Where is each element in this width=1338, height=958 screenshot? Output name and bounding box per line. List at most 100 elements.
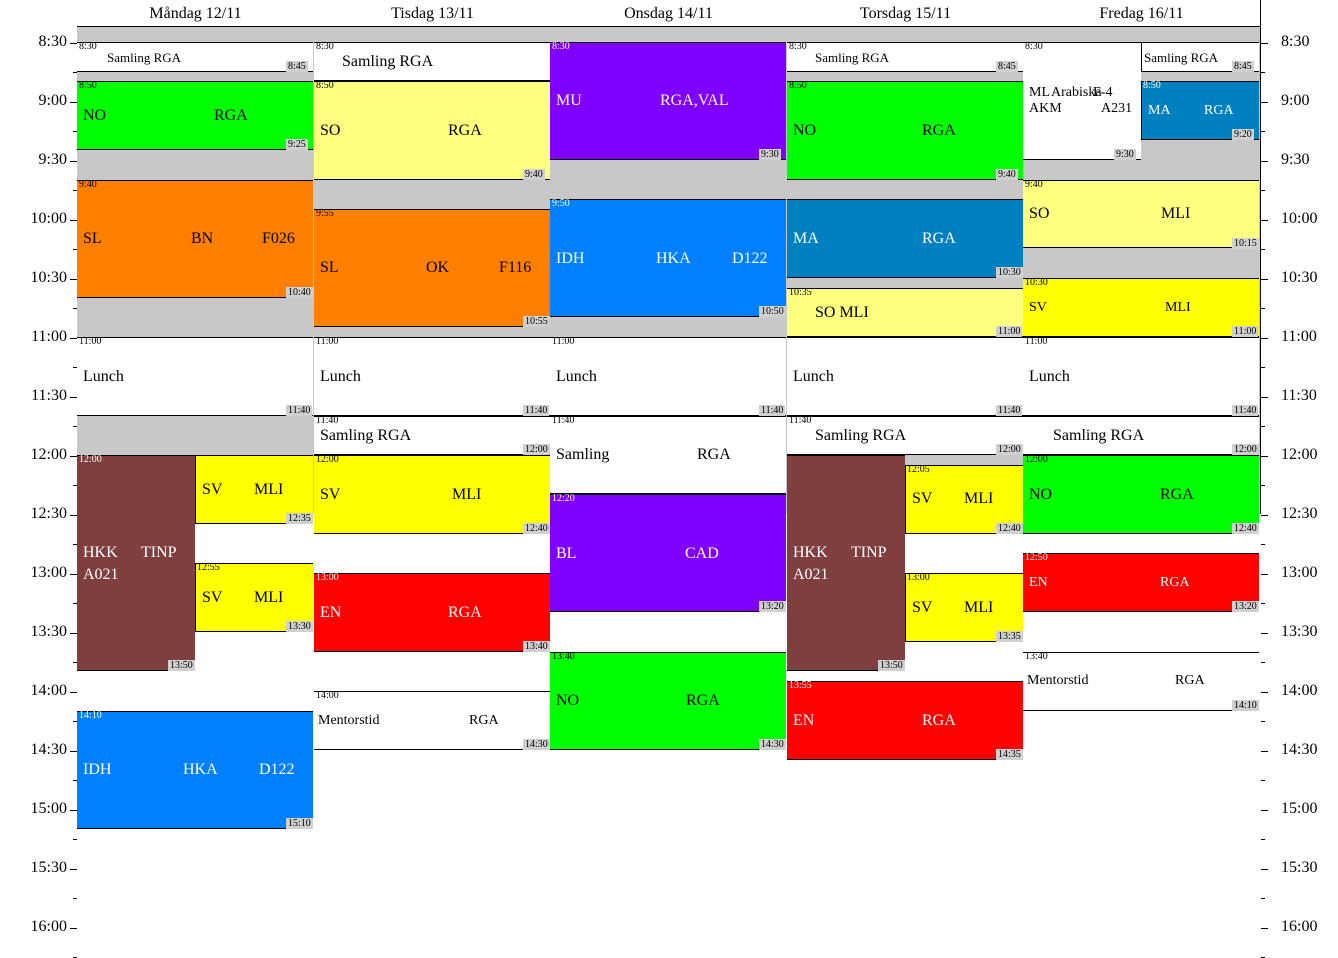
event-text: SV: [912, 490, 933, 508]
event-lunch[interactable]: Lunch: [1023, 337, 1259, 416]
start-time-label: 8:30: [1025, 41, 1043, 52]
event-text: Lunch: [793, 367, 834, 385]
end-time-label: 12:40: [1232, 522, 1259, 534]
event-text: Samling RGA: [320, 426, 412, 444]
minor-tick: [1261, 249, 1265, 250]
hour-tick: [70, 397, 77, 398]
event-text: F-4: [1093, 85, 1113, 101]
start-time-label: 11:00: [1025, 336, 1048, 347]
end-time-label: 13:40: [523, 640, 550, 652]
minor-tick: [73, 72, 77, 73]
event-text: RGA: [922, 121, 956, 139]
event-so-mli[interactable]: SO MLI: [787, 287, 1023, 337]
event-samling-rga[interactable]: Samling RGA: [314, 415, 550, 455]
end-time-label: 11:40: [523, 404, 550, 416]
time-label: 14:00: [1281, 682, 1318, 699]
event-en[interactable]: EN RGA: [314, 573, 550, 652]
event-text: RGA: [1160, 485, 1194, 503]
event-text: RGA: [448, 603, 482, 621]
event-text: SV: [912, 598, 933, 616]
event-text: Samling RGA: [815, 49, 890, 65]
day-header[interactable]: Måndag 12/11: [77, 0, 314, 27]
event-lunch[interactable]: Lunch: [77, 337, 313, 416]
event-text: RGA: [1175, 673, 1205, 689]
event-lunch[interactable]: Lunch: [314, 337, 550, 416]
end-time-label: 9:40: [996, 168, 1018, 180]
time-label: 16:00: [1281, 918, 1318, 935]
time-label: 13:00: [1281, 564, 1318, 581]
minor-tick: [1261, 308, 1265, 309]
start-time-label: 13:00: [316, 572, 339, 583]
day-header[interactable]: Onsdag 14/11: [550, 0, 787, 27]
hour-tick: [70, 633, 77, 634]
time-label: 15:30: [30, 859, 67, 876]
hour-tick: [1261, 751, 1268, 752]
start-time-label: 14:10: [79, 709, 102, 721]
time-label: 8:30: [1281, 33, 1310, 50]
event-samling-rga[interactable]: Samling RGA: [787, 415, 1023, 455]
event-text: EN: [320, 603, 342, 621]
time-label: 14:00: [30, 682, 67, 699]
end-time-label: 8:45: [286, 60, 308, 72]
event-text: HKK: [793, 544, 828, 562]
time-label: 10:00: [30, 210, 67, 227]
event-lunch[interactable]: Lunch: [550, 337, 786, 416]
event-samling-rga[interactable]: Samling RGA: [77, 42, 313, 72]
hour-tick: [70, 751, 77, 752]
event-text: CAD: [685, 544, 719, 562]
day-header[interactable]: Torsdag 15/11: [787, 0, 1024, 27]
hour-tick: [70, 102, 77, 103]
minor-tick: [1261, 662, 1265, 663]
event-samling-rga[interactable]: Samling RGA: [787, 42, 1023, 72]
end-time-label: 9:30: [1114, 149, 1136, 160]
start-time-label: 11:00: [79, 336, 102, 347]
day-header[interactable]: Tisdag 13/11: [314, 0, 551, 27]
start-time-label: 8:30: [552, 41, 570, 52]
hour-tick: [70, 338, 77, 339]
day-header[interactable]: Fredag 16/11: [1023, 0, 1260, 27]
start-time-label: 14:00: [316, 690, 339, 701]
event-text: F026: [262, 229, 295, 247]
event-text: RGA: [1160, 575, 1190, 591]
event-samling-rga[interactable]: Samling RGA: [1023, 415, 1259, 455]
end-time-label: 11:40: [1232, 404, 1259, 416]
time-label: 11:30: [1281, 387, 1317, 404]
event-text: BN: [191, 229, 214, 247]
time-label: 13:30: [1281, 623, 1318, 640]
end-time-label: 11:00: [996, 326, 1023, 337]
end-time-label: 14:35: [996, 748, 1023, 760]
event-text: SV: [202, 480, 223, 498]
time-label: 15:30: [1281, 859, 1318, 876]
hour-tick: [70, 810, 77, 811]
event-samling-rga[interactable]: Samling RGA: [314, 42, 550, 82]
event-lunch[interactable]: Lunch: [787, 337, 1023, 416]
time-label: 10:00: [1281, 210, 1318, 227]
hour-tick: [1261, 161, 1268, 162]
start-time-label: 10:30: [1025, 277, 1048, 288]
